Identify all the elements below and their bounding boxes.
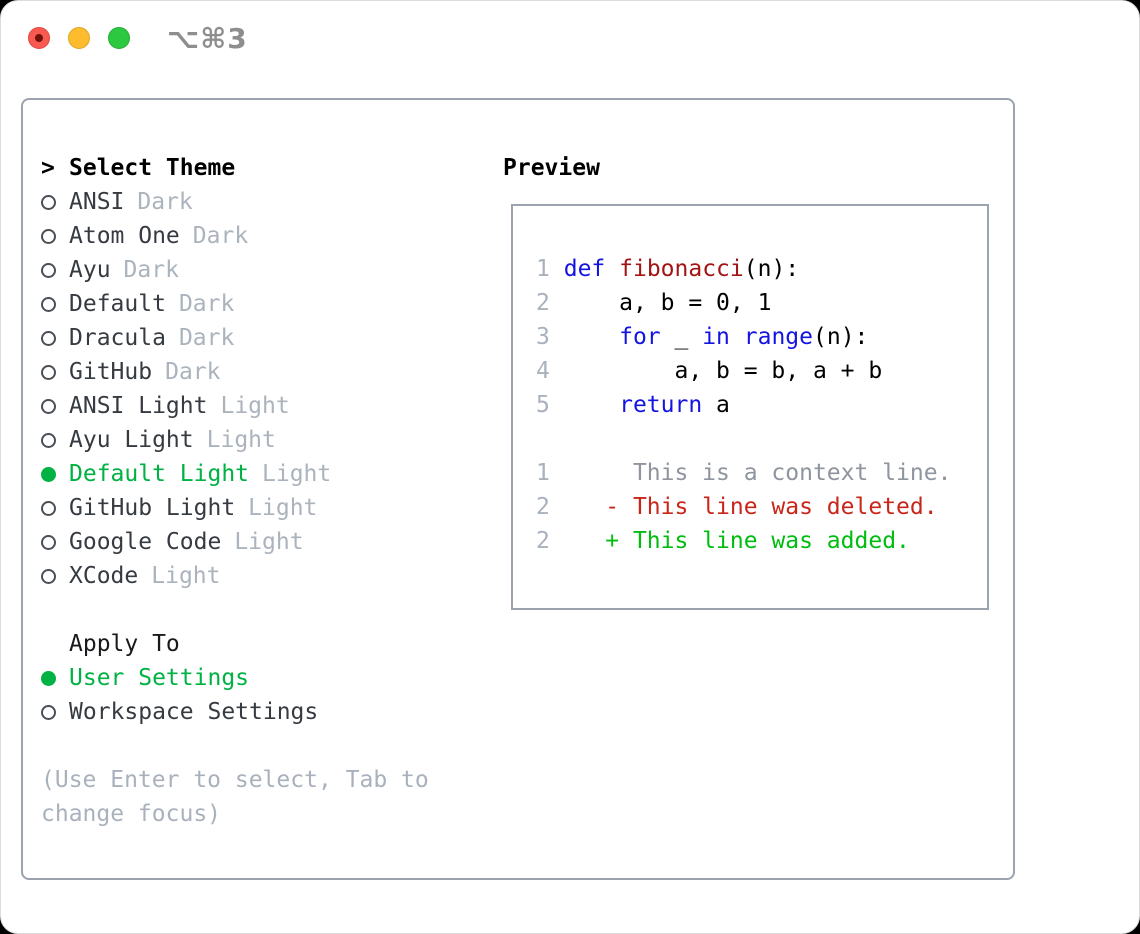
select-theme-header: > Select Theme bbox=[41, 151, 331, 185]
apply-option-label: Workspace Settings bbox=[69, 699, 319, 725]
code-line: 2 a, b = 0, 1 bbox=[536, 290, 772, 316]
code-line: 2 - This line was deleted. bbox=[536, 494, 938, 520]
theme-item-google-code[interactable]: Google Code Light bbox=[41, 525, 331, 559]
radio-icon bbox=[41, 501, 56, 516]
titlebar: ⌥⌘3 bbox=[1, 1, 1139, 75]
radio-icon bbox=[41, 365, 56, 380]
theme-variant: Light bbox=[248, 495, 318, 521]
theme-variant: Light bbox=[220, 393, 290, 419]
apply-to-title: Apply To bbox=[69, 631, 180, 657]
theme-name: GitHub bbox=[69, 359, 153, 385]
theme-variant: Dark bbox=[137, 189, 193, 215]
theme-item-github[interactable]: GitHub Dark bbox=[41, 355, 331, 389]
preview-code: 1 def fibonacci(n): 2 a, b = 0, 1 3 for _ … bbox=[513, 206, 987, 558]
apply-option-label: User Settings bbox=[69, 665, 250, 691]
theme-variant: Dark bbox=[123, 257, 179, 283]
theme-item-dracula[interactable]: Dracula Dark bbox=[41, 321, 331, 355]
theme-selector: > Select Theme ANSI Dark Atom One Dark A… bbox=[41, 151, 331, 593]
theme-name: Ayu bbox=[69, 257, 111, 283]
preview-box: 1 def fibonacci(n): 2 a, b = 0, 1 3 for _ … bbox=[511, 204, 989, 610]
window-shortcut-label: ⌥⌘3 bbox=[167, 22, 248, 55]
theme-name: ANSI Light bbox=[69, 393, 208, 419]
theme-name: ANSI bbox=[69, 189, 125, 215]
close-dot-icon bbox=[35, 34, 43, 42]
theme-variant: Dark bbox=[165, 359, 221, 385]
theme-variant: Light bbox=[262, 461, 332, 487]
theme-name: Google Code bbox=[69, 529, 222, 555]
apply-to-section: Apply To User Settings Workspace Setting… bbox=[41, 627, 318, 729]
radio-icon bbox=[41, 535, 56, 550]
theme-variant: Light bbox=[151, 563, 221, 589]
code-line: 1 def fibonacci(n): bbox=[536, 256, 800, 282]
theme-item-atom-one[interactable]: Atom One Dark bbox=[41, 219, 331, 253]
theme-item-ansi-light[interactable]: ANSI Light Light bbox=[41, 389, 331, 423]
theme-variant: Light bbox=[206, 427, 276, 453]
radio-icon bbox=[41, 399, 56, 414]
radio-icon bbox=[41, 263, 56, 278]
theme-name: GitHub Light bbox=[69, 495, 236, 521]
code-line: 1 This is a context line. bbox=[536, 460, 952, 486]
radio-icon bbox=[41, 297, 56, 312]
radio-icon bbox=[41, 433, 56, 448]
radio-icon bbox=[41, 229, 56, 244]
theme-variant: Dark bbox=[178, 325, 235, 351]
radio-icon bbox=[41, 705, 56, 720]
apply-to-indent bbox=[41, 627, 69, 661]
theme-name: Ayu Light bbox=[69, 427, 194, 453]
zoom-button[interactable] bbox=[108, 27, 130, 49]
apply-to-header: Apply To bbox=[41, 627, 318, 661]
theme-list: ANSI Dark Atom One Dark Ayu Dark Default… bbox=[41, 185, 331, 593]
theme-picker-panel: > Select Theme ANSI Dark Atom One Dark A… bbox=[21, 98, 1015, 880]
apply-to-options: User Settings Workspace Settings bbox=[41, 661, 318, 729]
preview-header: Preview bbox=[503, 151, 600, 185]
theme-variant: Dark bbox=[192, 223, 249, 249]
theme-item-xcode[interactable]: XCode Light bbox=[41, 559, 331, 593]
radio-icon bbox=[41, 569, 56, 584]
radio-icon bbox=[41, 331, 56, 346]
theme-name: XCode bbox=[69, 563, 139, 589]
code-line: 3 for _ in range(n): bbox=[536, 324, 869, 350]
hint-text: (Use Enter to select, Tab to change focu… bbox=[41, 767, 429, 827]
code-line: 4 a, b = b, a + b bbox=[536, 358, 883, 384]
close-button[interactable] bbox=[28, 27, 50, 49]
theme-item-default-light[interactable]: Default Light Light bbox=[41, 457, 331, 491]
theme-name: Dracula bbox=[69, 325, 166, 351]
theme-item-github-light[interactable]: GitHub Light Light bbox=[41, 491, 331, 525]
code-line: 2 + This line was added. bbox=[536, 528, 910, 554]
radio-icon bbox=[41, 467, 56, 482]
theme-item-ayu-light[interactable]: Ayu Light Light bbox=[41, 423, 331, 457]
theme-variant: Dark bbox=[178, 291, 235, 317]
theme-item-default[interactable]: Default Dark bbox=[41, 287, 331, 321]
radio-icon bbox=[41, 671, 56, 686]
apply-option-workspace-settings[interactable]: Workspace Settings bbox=[41, 695, 318, 729]
theme-variant: Light bbox=[234, 529, 304, 555]
theme-item-ansi[interactable]: ANSI Dark bbox=[41, 185, 331, 219]
code-line bbox=[536, 422, 987, 456]
theme-item-ayu[interactable]: Ayu Dark bbox=[41, 253, 331, 287]
theme-name: Default bbox=[69, 291, 166, 317]
apply-option-user-settings[interactable]: User Settings bbox=[41, 661, 318, 695]
theme-name: Default Light bbox=[69, 461, 250, 487]
select-theme-title: Select Theme bbox=[69, 155, 236, 181]
code-line: 5 return a bbox=[536, 392, 730, 418]
theme-name: Atom One bbox=[69, 223, 180, 249]
radio-icon bbox=[41, 195, 56, 210]
prompt-marker: > bbox=[41, 155, 55, 181]
minimize-button[interactable] bbox=[68, 27, 90, 49]
preview-title: Preview bbox=[503, 155, 600, 181]
